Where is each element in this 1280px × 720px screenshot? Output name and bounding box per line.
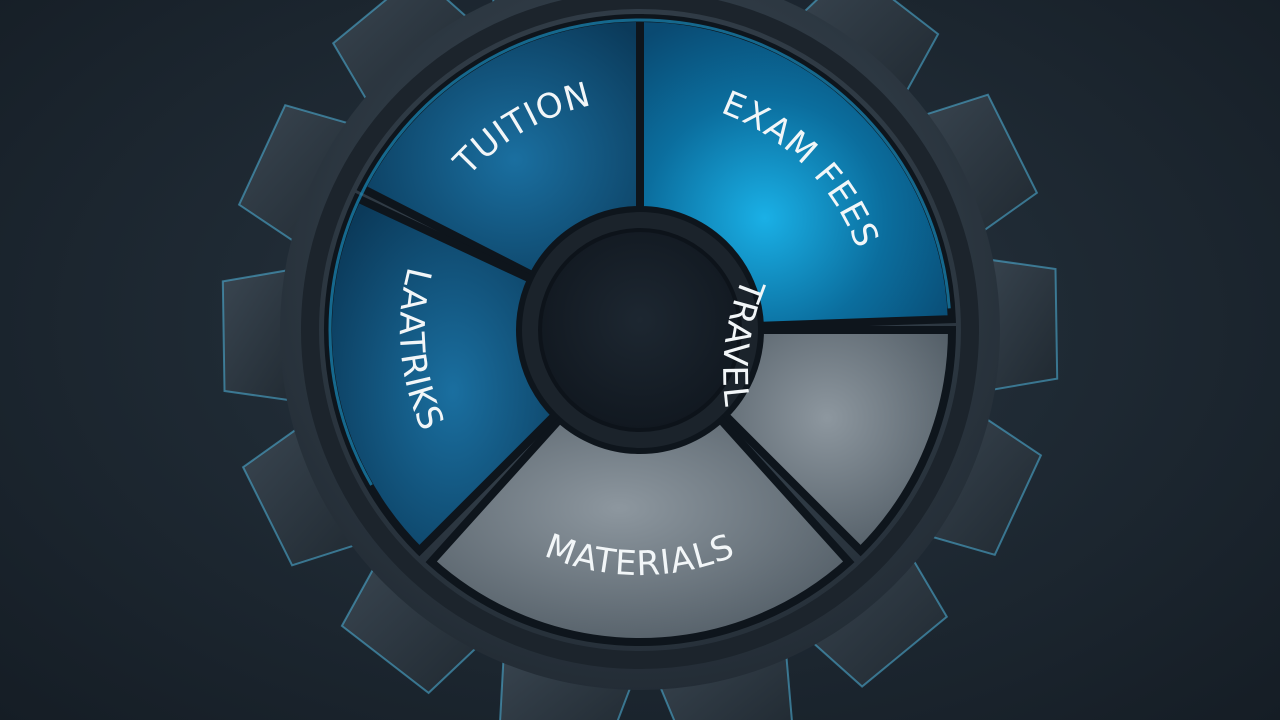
segment-glow xyxy=(328,18,951,486)
hub-center xyxy=(538,228,742,432)
gear-inner-rim xyxy=(301,0,979,669)
segment-exam-fees xyxy=(636,13,956,330)
segment-tuition xyxy=(356,13,644,281)
segment-travel xyxy=(719,326,957,557)
segment-materials xyxy=(425,413,855,646)
segment-lattriks xyxy=(324,192,561,557)
segment-ring xyxy=(324,13,957,646)
